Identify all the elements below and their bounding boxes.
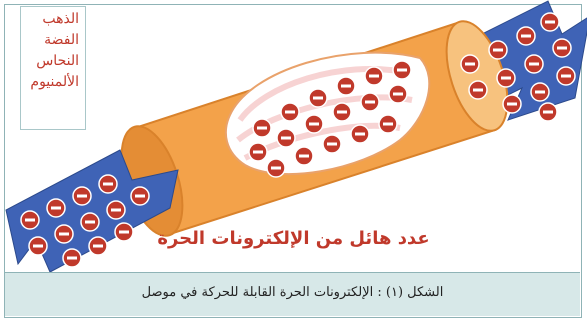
electron [107, 201, 125, 219]
electron [63, 249, 81, 267]
electron [489, 41, 507, 59]
free-electrons-label: عدد هائل من الإلكترونات الحرة [0, 228, 587, 249]
electron [337, 77, 355, 95]
electron [393, 61, 411, 79]
electron [351, 125, 369, 143]
metal-copper-label: النحاس [21, 51, 79, 72]
electron [47, 199, 65, 217]
electron [469, 81, 487, 99]
electron [503, 95, 521, 113]
figure-caption: الشكل (١) : الإلكترونات الحرة القابلة لل… [5, 285, 580, 300]
electron [267, 159, 285, 177]
electron [295, 147, 313, 165]
caption-bar: الشكل (١) : الإلكترونات الحرة القابلة لل… [5, 272, 580, 316]
electron [531, 83, 549, 101]
electron [99, 175, 117, 193]
metal-silver-label: الفضة [21, 30, 79, 51]
electron [253, 119, 271, 137]
metal-aluminium-label: الألمنيوم [21, 72, 79, 93]
electron [333, 103, 351, 121]
electron [497, 69, 515, 87]
electron [389, 85, 407, 103]
electron [365, 67, 383, 85]
electron [517, 27, 535, 45]
electron [541, 13, 559, 31]
electron [461, 55, 479, 73]
metals-list: الذهب الفضة النحاس الألمنيوم [20, 6, 86, 130]
electron [361, 93, 379, 111]
electron [277, 129, 295, 147]
electron [305, 115, 323, 133]
electron [309, 89, 327, 107]
electron [539, 103, 557, 121]
electron [557, 67, 575, 85]
electron [323, 135, 341, 153]
electron [249, 143, 267, 161]
electron [553, 39, 571, 57]
electron [379, 115, 397, 133]
electron [73, 187, 91, 205]
metal-gold-label: الذهب [21, 9, 79, 30]
electron [131, 187, 149, 205]
electron [21, 211, 39, 229]
electron [281, 103, 299, 121]
electron [525, 55, 543, 73]
